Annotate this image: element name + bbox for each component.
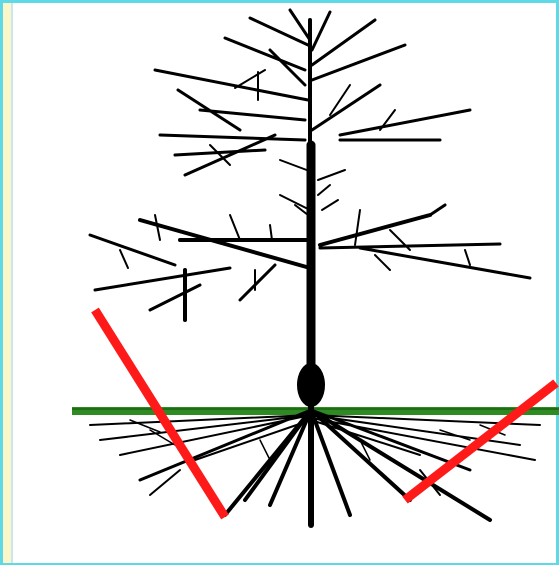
tree-trunk xyxy=(297,145,325,407)
tree-roots xyxy=(90,405,540,525)
right-cut-mark xyxy=(405,383,556,500)
